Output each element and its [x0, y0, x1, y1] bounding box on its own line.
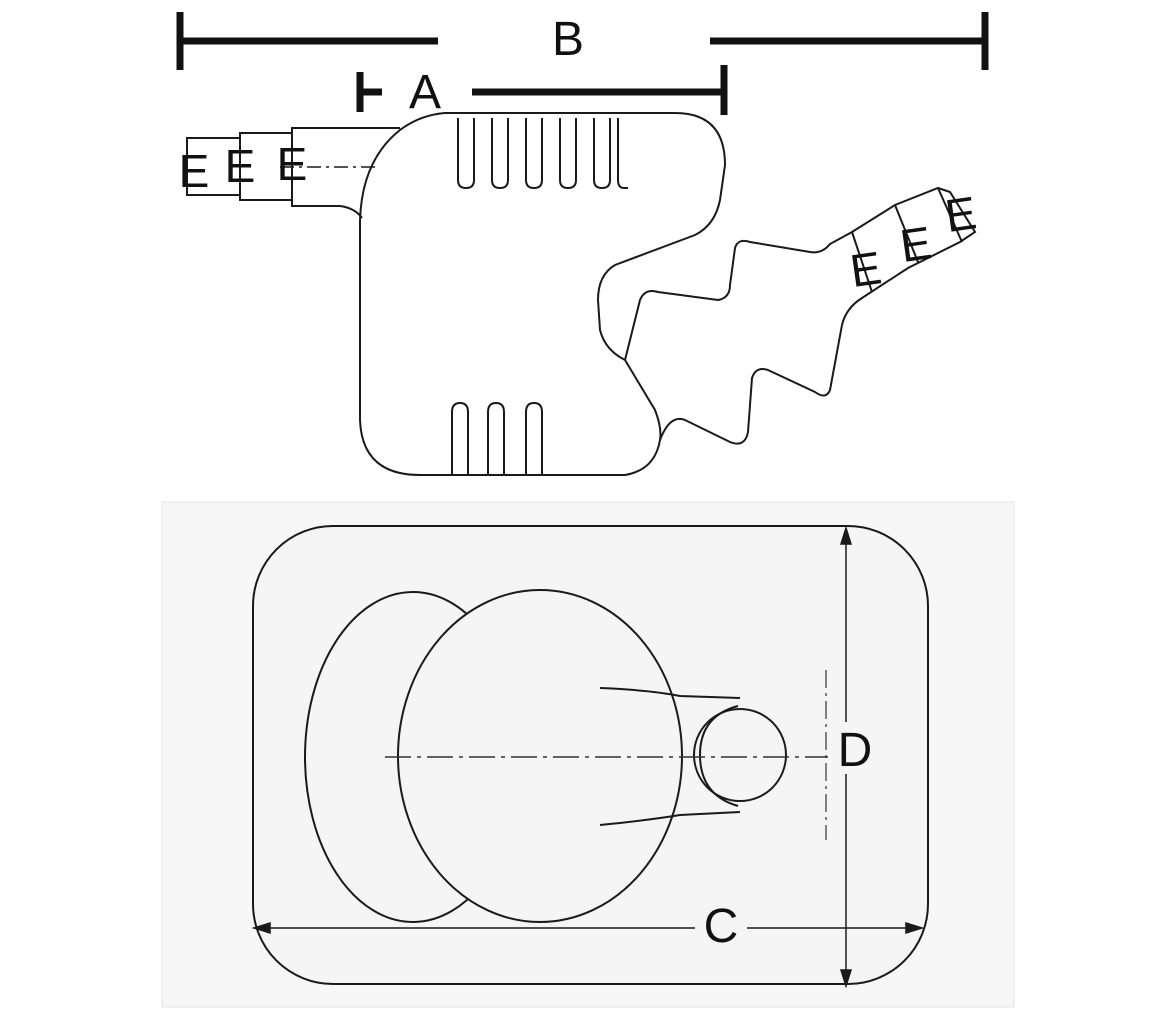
outlet-barb-steps	[851, 187, 963, 293]
dimension-b	[176, 12, 989, 70]
left-port-mark-1: E	[179, 145, 210, 197]
outlet-arm-outline	[624, 186, 977, 445]
right-port-mark-1: E	[847, 241, 885, 297]
top-view: B A	[176, 12, 989, 476]
dimension-d-label: D	[838, 724, 873, 777]
left-port-mark-2: E	[225, 140, 256, 192]
dimension-c	[251, 921, 925, 935]
outlet-tube	[599, 687, 741, 826]
left-hose-barb	[186, 127, 400, 219]
top-vents	[457, 118, 628, 190]
right-port-mark-2: E	[897, 216, 935, 272]
outlet-opening	[693, 708, 787, 802]
dimension-c-label-bg	[695, 900, 747, 952]
bottom-vents	[451, 401, 543, 475]
dimension-d-label-bg	[828, 722, 880, 774]
front-disc	[397, 589, 683, 923]
dimension-b-label: B	[552, 13, 584, 66]
dimension-a	[356, 65, 728, 115]
outlet-opening-inner	[698, 705, 739, 807]
dimension-c-label: C	[704, 900, 739, 953]
pump-body-outline	[359, 112, 727, 476]
right-port-mark-3: E	[942, 186, 980, 242]
left-port-mark-3: E	[277, 138, 308, 190]
side-view: D C	[161, 501, 1015, 1008]
dimension-a-label: A	[409, 66, 441, 119]
